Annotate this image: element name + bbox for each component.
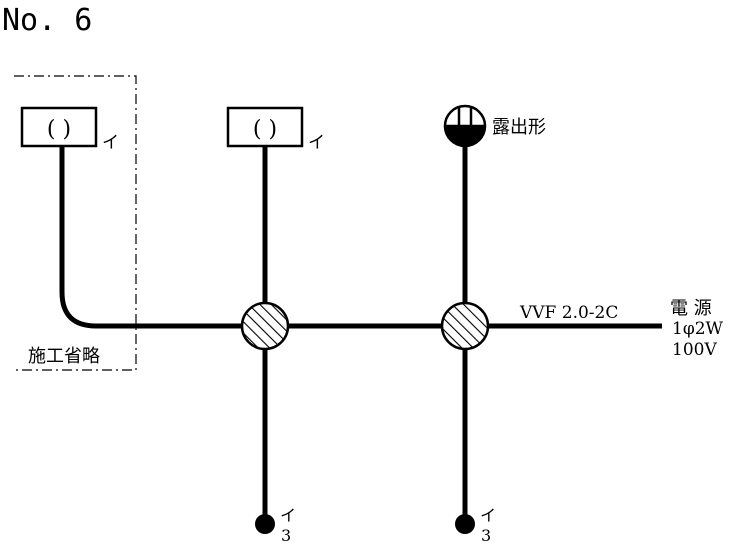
junction-box-right-icon [440, 301, 490, 351]
light-center-switch-label: イ [308, 133, 325, 153]
power-source-voltage: 100V [672, 340, 717, 360]
switch-left-icon [255, 514, 275, 534]
junction-box-left-icon [240, 301, 290, 351]
switch-left-label: イ [280, 506, 296, 525]
power-source-title: 電 源 [670, 298, 712, 319]
omitted-area-boundary [14, 75, 137, 371]
ceiling-light-center: ( ) [226, 106, 304, 148]
switch-right-label: イ [480, 506, 496, 525]
power-source-phase: 1φ2W [672, 319, 724, 339]
switch-right-icon [455, 514, 475, 534]
light-symbol-center: ( ) [253, 117, 277, 142]
switch-left-type: 3 [281, 526, 291, 545]
light-symbol-left: ( ) [47, 117, 71, 142]
ceiling-light-left: ( ) [20, 106, 98, 148]
light-left-switch-label: イ [102, 133, 119, 153]
exposed-receptacle-icon [443, 104, 487, 148]
omitted-area-label: 施工省略 [28, 346, 100, 367]
switch-right-type: 3 [481, 526, 491, 545]
wire-left-light [59, 146, 265, 329]
problem-number: No. 6 [2, 3, 92, 38]
pendant-outlet-label: 露出形 [492, 117, 546, 138]
cable-label: VVF 2.0-2C [519, 303, 618, 323]
